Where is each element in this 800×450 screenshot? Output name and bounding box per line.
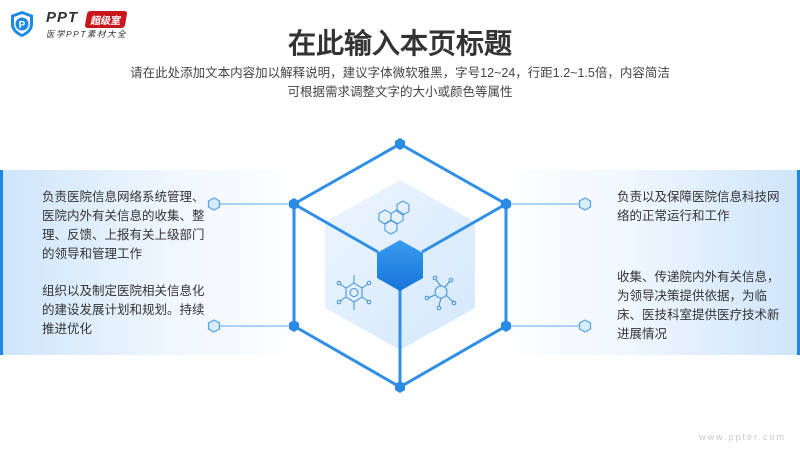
logo: P PPT 超级室 医学PPT素材大全 [8, 8, 148, 39]
small-hex-icon [578, 319, 592, 333]
small-hex-icon [578, 197, 592, 211]
subtitle-line: 可根据需求调整文字的大小或颜色等属性 [287, 85, 513, 99]
node-icon [395, 138, 405, 150]
right-top-text: 负责以及保障医院信息科技网络的正常运行和工作 [617, 190, 780, 223]
logo-subtitle: 医学PPT素材大全 [46, 29, 128, 39]
node-icon [395, 381, 405, 393]
page-subtitle: 请在此处添加文本内容加以解释说明，建议字体微软雅黑，字号12~24，行距1.2~… [0, 64, 800, 102]
node-icon [289, 198, 299, 210]
node-icon [289, 320, 299, 332]
left-panel [0, 170, 303, 355]
left-top-text: 负责医院信息网络系统管理、医院内外有关信息的收集、整理、反馈、上报有关上级部门的… [42, 190, 205, 261]
shield-logo-icon: P [11, 11, 33, 37]
molecule-icon-top [378, 200, 410, 235]
left-bottom-text: 组织以及制定医院相关信息化的建设发展计划和规划。持续推进优化 [42, 284, 205, 336]
right-panel [497, 170, 800, 355]
watermark: www.ppter.com [698, 432, 786, 442]
molecule-icon-left [336, 275, 372, 310]
node-icon [501, 198, 511, 210]
svg-text:P: P [19, 20, 26, 31]
node-icon [501, 320, 511, 332]
molecule-icon-right [424, 275, 457, 311]
logo-brand: PPT [46, 9, 79, 26]
center-hexagon [377, 240, 423, 291]
small-hex-icon [207, 319, 221, 333]
spokes [293, 202, 507, 387]
page-title: 在此输入本页标题 [287, 28, 512, 59]
small-hex-icon [207, 197, 221, 211]
subtitle-line: 请在此处添加文本内容加以解释说明，建议字体微软雅黑，字号12~24，行距1.2~… [130, 66, 670, 80]
connector-lines [214, 203, 585, 327]
right-bottom-text: 收集、传递院内外有关信息，为领导决策提供依据，为临床、医技科室提供医疗技术新进展… [617, 270, 780, 341]
